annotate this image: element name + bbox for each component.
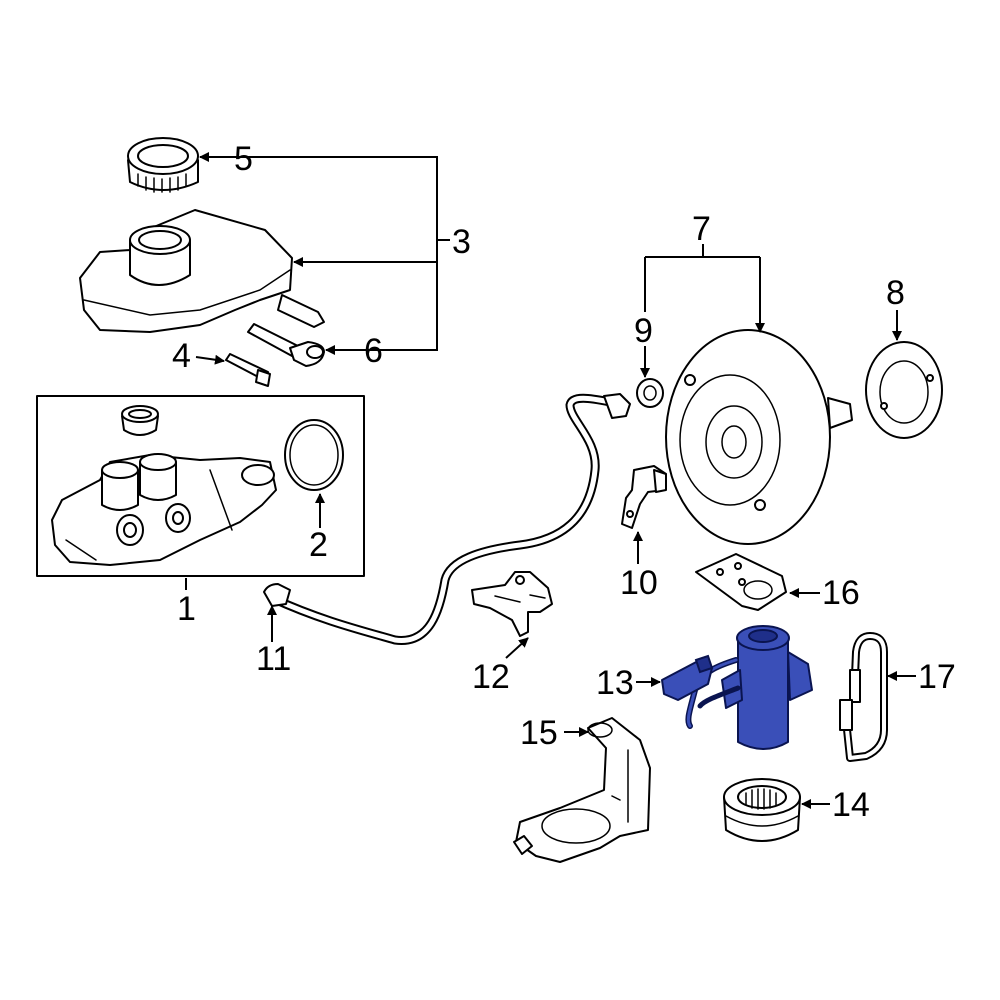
callout-4: 4 <box>172 337 191 375</box>
vacuum-sensor[interactable] <box>621 465 667 529</box>
vacuum-hose[interactable] <box>263 393 631 645</box>
callout-16: 16 <box>822 574 860 612</box>
callout-10: 10 <box>620 564 658 602</box>
callout-6: 6 <box>364 332 383 370</box>
brake-booster[interactable] <box>665 329 853 545</box>
pump-insulator[interactable] <box>723 778 801 842</box>
hose-bracket[interactable] <box>471 571 553 637</box>
callout-17: 17 <box>918 658 956 696</box>
reservoir-cap[interactable] <box>127 137 199 193</box>
vacuum-pump[interactable] <box>661 625 813 750</box>
o-ring-seal[interactable] <box>284 419 344 491</box>
callout-8: 8 <box>886 274 905 312</box>
brake-fluid-reservoir[interactable] <box>79 209 325 333</box>
reservoir-fitting[interactable] <box>247 323 325 367</box>
pump-hose[interactable] <box>839 632 888 762</box>
callout-14: 14 <box>832 786 870 824</box>
master-cylinder[interactable] <box>51 453 277 566</box>
callout-2: 2 <box>309 526 328 564</box>
master-cylinder-grommet[interactable] <box>121 405 159 436</box>
callout-7: 7 <box>692 210 711 248</box>
callout-13: 13 <box>596 664 634 702</box>
reservoir-pin[interactable] <box>225 353 271 387</box>
callout-1: 1 <box>177 590 196 628</box>
leader-lines <box>185 152 916 809</box>
callout-11: 11 <box>256 640 291 678</box>
pump-bracket[interactable] <box>513 717 651 863</box>
callout-3: 3 <box>452 223 471 261</box>
callout-15: 15 <box>520 714 558 752</box>
callout-9: 9 <box>634 312 653 350</box>
booster-grommet[interactable] <box>636 378 664 408</box>
booster-gasket[interactable] <box>865 341 943 439</box>
callout-5: 5 <box>234 140 253 178</box>
callout-12: 12 <box>472 658 510 696</box>
pump-mounting-plate[interactable] <box>695 553 787 611</box>
